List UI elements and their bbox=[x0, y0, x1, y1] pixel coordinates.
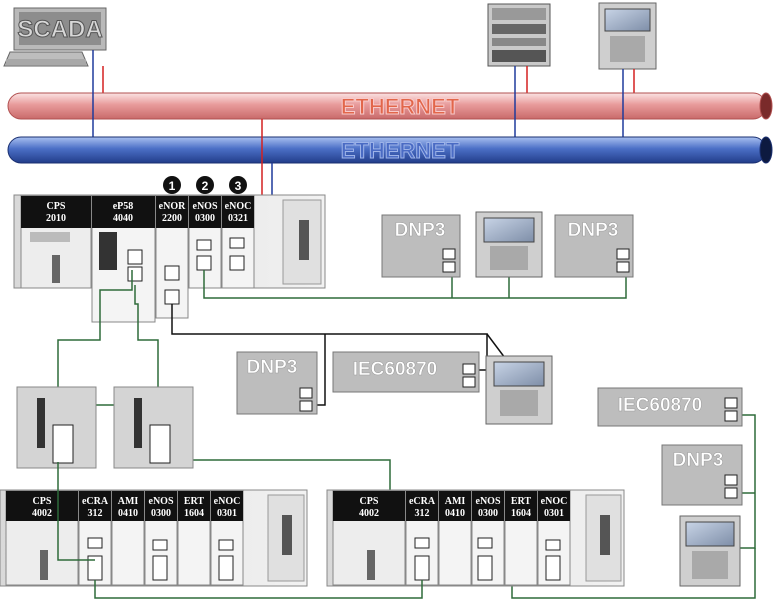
remote1-module-ert[interactable]: ERT 1604 bbox=[177, 490, 211, 586]
module-number: 0301 bbox=[544, 508, 564, 519]
blue-ethernet-drops bbox=[92, 50, 624, 137]
ethernet-blue-label: ETHERNET bbox=[341, 138, 460, 163]
remote1-module-ami[interactable]: AMI 0410 bbox=[111, 490, 145, 586]
module-number: 0300 bbox=[195, 213, 215, 224]
module-number: 312 bbox=[88, 508, 103, 519]
remote2-module-ert[interactable]: ERT 1604 bbox=[504, 490, 538, 586]
module-number: 1604 bbox=[184, 508, 204, 519]
module-number: 0410 bbox=[118, 508, 138, 519]
iec60870-device-b[interactable]: IEC60870 bbox=[597, 387, 743, 427]
ethernet-red-label: ETHERNET bbox=[341, 94, 460, 119]
module-name: eNOC bbox=[225, 201, 252, 212]
module-name: eNOS bbox=[193, 201, 218, 212]
dnp3-label: DNP3 bbox=[247, 357, 298, 378]
module-number: 0300 bbox=[151, 508, 171, 519]
module-number: 4040 bbox=[113, 213, 133, 224]
module-name: ERT bbox=[511, 496, 532, 507]
hmi-panel-bottom-right[interactable] bbox=[679, 515, 741, 587]
remote1-module-ecra[interactable]: eCRA 312 bbox=[78, 490, 112, 586]
module-name: eNOC bbox=[214, 496, 241, 507]
module-name: eNOS bbox=[149, 496, 174, 507]
hmi-panel-center[interactable] bbox=[485, 355, 553, 425]
module-number: 4002 bbox=[359, 508, 379, 519]
dnp3-device-b[interactable]: DNP3 bbox=[554, 214, 634, 278]
badge-2: 2 bbox=[196, 176, 214, 194]
svg-text:1: 1 bbox=[169, 179, 176, 193]
main-rack-module-cps[interactable]: CPS 2010 bbox=[20, 195, 92, 289]
iec60870-label: IEC60870 bbox=[618, 395, 703, 416]
network-switch-2[interactable] bbox=[113, 386, 194, 469]
svg-text:3: 3 bbox=[235, 179, 242, 193]
module-name: eNOR bbox=[159, 201, 186, 212]
iec60870-device-a[interactable]: IEC60870 bbox=[332, 351, 480, 393]
remote2-module-enos[interactable]: eNOS 0300 bbox=[471, 490, 505, 586]
plc-device[interactable] bbox=[487, 3, 551, 67]
dnp3-device-c[interactable]: DNP3 bbox=[236, 351, 318, 415]
network-switch-1[interactable] bbox=[16, 386, 97, 469]
ethernet-bus-red: ETHERNET bbox=[7, 92, 773, 120]
badge-3: 3 bbox=[229, 176, 247, 194]
red-ethernet-drops bbox=[102, 66, 635, 96]
module-number: 4002 bbox=[32, 508, 52, 519]
module-name: ERT bbox=[184, 496, 205, 507]
module-name: AMI bbox=[445, 496, 466, 507]
module-name: AMI bbox=[118, 496, 139, 507]
module-number: 2200 bbox=[162, 213, 182, 224]
module-name: eNOC bbox=[541, 496, 568, 507]
badge-1: 1 bbox=[163, 176, 181, 194]
module-number: 0410 bbox=[445, 508, 465, 519]
dnp3-label: DNP3 bbox=[568, 220, 619, 241]
remote2-module-ami[interactable]: AMI 0410 bbox=[438, 490, 472, 586]
ethernet-bus-blue: ETHERNET bbox=[7, 136, 773, 164]
main-rack-module-enor[interactable]: eNOR 2200 bbox=[155, 195, 189, 319]
remote2-module-ecra[interactable]: eCRA 312 bbox=[405, 490, 439, 586]
remote1-module-enos[interactable]: eNOS 0300 bbox=[144, 490, 178, 586]
module-name: eCRA bbox=[82, 496, 109, 507]
green-link-remote-ring bbox=[57, 462, 423, 599]
dnp3-device-d[interactable]: DNP3 bbox=[661, 444, 743, 506]
module-name: CPS bbox=[47, 201, 66, 212]
hmi-panel-middle[interactable] bbox=[475, 211, 543, 278]
module-number: 1604 bbox=[511, 508, 531, 519]
module-number: 0300 bbox=[478, 508, 498, 519]
dnp3-device-a[interactable]: DNP3 bbox=[381, 214, 461, 278]
module-name: eCRA bbox=[409, 496, 436, 507]
remote2-module-cps[interactable]: CPS 4002 bbox=[332, 490, 406, 586]
main-rack-module-ep58[interactable]: eP58 4040 bbox=[91, 195, 156, 323]
scada-label: SCADA bbox=[17, 16, 102, 43]
remote1-module-cps[interactable]: CPS 4002 bbox=[5, 490, 79, 586]
dnp3-label: DNP3 bbox=[395, 220, 446, 241]
module-name: eNOS bbox=[476, 496, 501, 507]
module-number: 0301 bbox=[217, 508, 237, 519]
module-name: CPS bbox=[360, 496, 379, 507]
module-number: 2010 bbox=[46, 213, 66, 224]
iec60870-label: IEC60870 bbox=[353, 359, 438, 380]
remote1-module-enoc[interactable]: eNOC 0301 bbox=[210, 490, 244, 586]
remote2-module-enoc[interactable]: eNOC 0301 bbox=[537, 490, 571, 586]
main-rack-module-enoc[interactable]: eNOC 0321 bbox=[221, 195, 255, 289]
module-name: CPS bbox=[33, 496, 52, 507]
module-name: eP58 bbox=[113, 201, 134, 212]
hmi-panel-top[interactable] bbox=[598, 2, 657, 70]
module-number: 0321 bbox=[228, 213, 248, 224]
main-rack-module-enos[interactable]: eNOS 0300 bbox=[188, 195, 222, 289]
scada-computer[interactable]: SCADA bbox=[3, 7, 107, 67]
svg-text:2: 2 bbox=[202, 179, 209, 193]
dnp3-label: DNP3 bbox=[673, 450, 724, 471]
module-number: 312 bbox=[415, 508, 430, 519]
